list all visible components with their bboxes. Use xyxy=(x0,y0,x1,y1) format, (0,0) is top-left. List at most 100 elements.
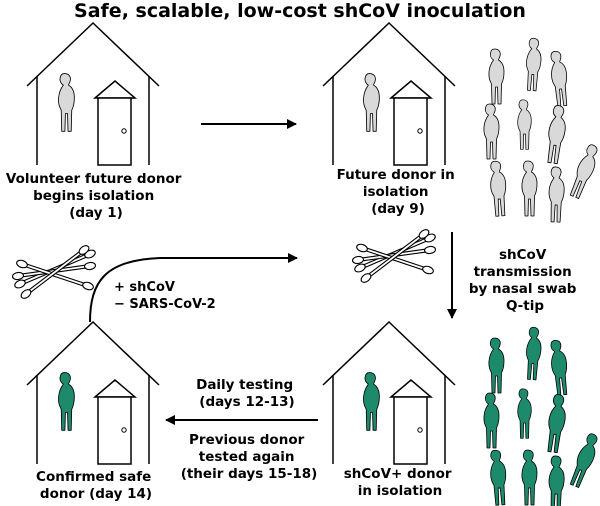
person-shape xyxy=(526,326,542,381)
transmission-annotation: shCoV transmission by nasal swab Q-tip xyxy=(469,247,581,314)
house-wall xyxy=(332,76,446,165)
door-roof xyxy=(388,379,434,398)
person-silhouette-icon xyxy=(490,160,507,217)
daily-testing-annotation: Daily testing (days 12-13) xyxy=(196,377,298,410)
person-shape xyxy=(526,37,542,92)
person-shape xyxy=(488,48,505,105)
house-roof xyxy=(322,320,456,386)
door xyxy=(393,396,428,465)
person-silhouette-icon xyxy=(517,99,532,150)
house-roof xyxy=(26,320,160,386)
person-silhouette-icon xyxy=(547,394,566,454)
person-shape xyxy=(548,166,565,223)
swab-tip xyxy=(20,289,32,299)
swab-tip xyxy=(14,279,26,289)
swab-tip xyxy=(360,273,372,283)
swab-tip xyxy=(83,261,97,271)
person-shape xyxy=(550,339,568,396)
person-silhouette-icon xyxy=(58,73,75,132)
person-silhouette-icon xyxy=(550,339,568,396)
stage-4-label: Confirmed safe donor (day 14) xyxy=(36,469,156,502)
person-silhouette-icon xyxy=(526,37,542,92)
house-roof xyxy=(322,21,456,87)
person-silhouette-icon xyxy=(363,372,380,431)
person-silhouette-icon xyxy=(483,392,500,449)
stage-3-label: shCoV+ donor in isolation xyxy=(344,466,456,499)
person-shape xyxy=(550,50,568,107)
person-silhouette-icon xyxy=(58,372,75,431)
swab-tip xyxy=(16,259,28,269)
person-shape xyxy=(490,449,507,506)
person-silhouette-icon xyxy=(526,326,542,381)
door-roof xyxy=(92,80,138,99)
house-wall xyxy=(36,375,150,464)
swab-stick xyxy=(361,247,429,271)
person-silhouette-icon xyxy=(548,166,565,223)
door xyxy=(97,97,132,166)
person-silhouette-icon xyxy=(569,144,598,199)
person-shape xyxy=(58,73,75,132)
person-silhouette-icon xyxy=(550,50,568,107)
swab-tip xyxy=(418,229,430,239)
house-icon xyxy=(322,320,456,465)
door-roof xyxy=(92,379,138,398)
swab-stick xyxy=(25,249,85,295)
person-shape xyxy=(58,372,75,431)
person-silhouette-icon xyxy=(521,449,538,506)
person-silhouette-icon xyxy=(548,455,565,506)
door-roof xyxy=(388,80,434,99)
person-silhouette-icon xyxy=(547,105,566,165)
house-wall xyxy=(36,76,150,165)
crowd-icon xyxy=(483,37,598,223)
person-shape xyxy=(517,388,532,439)
swab-tip xyxy=(11,271,25,281)
person-shape xyxy=(547,105,566,165)
house-wall xyxy=(332,375,446,464)
swab-tip xyxy=(356,243,368,253)
swab-tip xyxy=(422,265,434,275)
person-shape xyxy=(547,394,566,454)
person-shape xyxy=(569,433,598,488)
person-shape xyxy=(517,99,532,150)
stage-1-label: Volunteer future donor begins isolation … xyxy=(6,171,186,221)
cotton-swab-icon xyxy=(351,229,437,283)
swab-tip xyxy=(82,281,94,291)
person-silhouette-icon xyxy=(490,449,507,506)
swab-stick xyxy=(365,233,425,279)
door-knob xyxy=(121,427,127,433)
house-icon xyxy=(26,21,160,166)
door-knob xyxy=(417,128,423,134)
test-result-annotation: + shCoV − SARS-CoV-2 xyxy=(114,280,216,312)
person-silhouette-icon xyxy=(521,160,538,217)
person-silhouette-icon xyxy=(363,73,380,132)
door-knob xyxy=(121,128,127,134)
person-shape xyxy=(521,160,538,217)
person-shape xyxy=(569,144,598,199)
person-silhouette-icon xyxy=(488,337,505,394)
person-shape xyxy=(483,392,500,449)
cotton-swab-icon xyxy=(11,245,97,299)
person-silhouette-icon xyxy=(488,48,505,105)
person-shape xyxy=(363,73,380,132)
person-shape xyxy=(483,103,500,160)
person-shape xyxy=(548,455,565,506)
person-shape xyxy=(490,160,507,217)
swab-tip xyxy=(354,263,366,273)
person-shape xyxy=(488,337,505,394)
person-shape xyxy=(363,372,380,431)
person-silhouette-icon xyxy=(517,388,532,439)
door xyxy=(97,396,132,465)
person-shape xyxy=(521,449,538,506)
diagram-title: Safe, scalable, low-cost shCoV inoculati… xyxy=(74,0,526,22)
person-silhouette-icon xyxy=(483,103,500,160)
house-roof xyxy=(26,21,160,87)
swab-tip xyxy=(423,245,437,255)
stage-2-label: Future donor in isolation (day 9) xyxy=(337,167,460,217)
arrow-icon xyxy=(89,253,298,323)
house-icon xyxy=(26,320,160,465)
swab-stick xyxy=(21,263,89,287)
door xyxy=(393,97,428,166)
house-icon xyxy=(322,21,456,166)
